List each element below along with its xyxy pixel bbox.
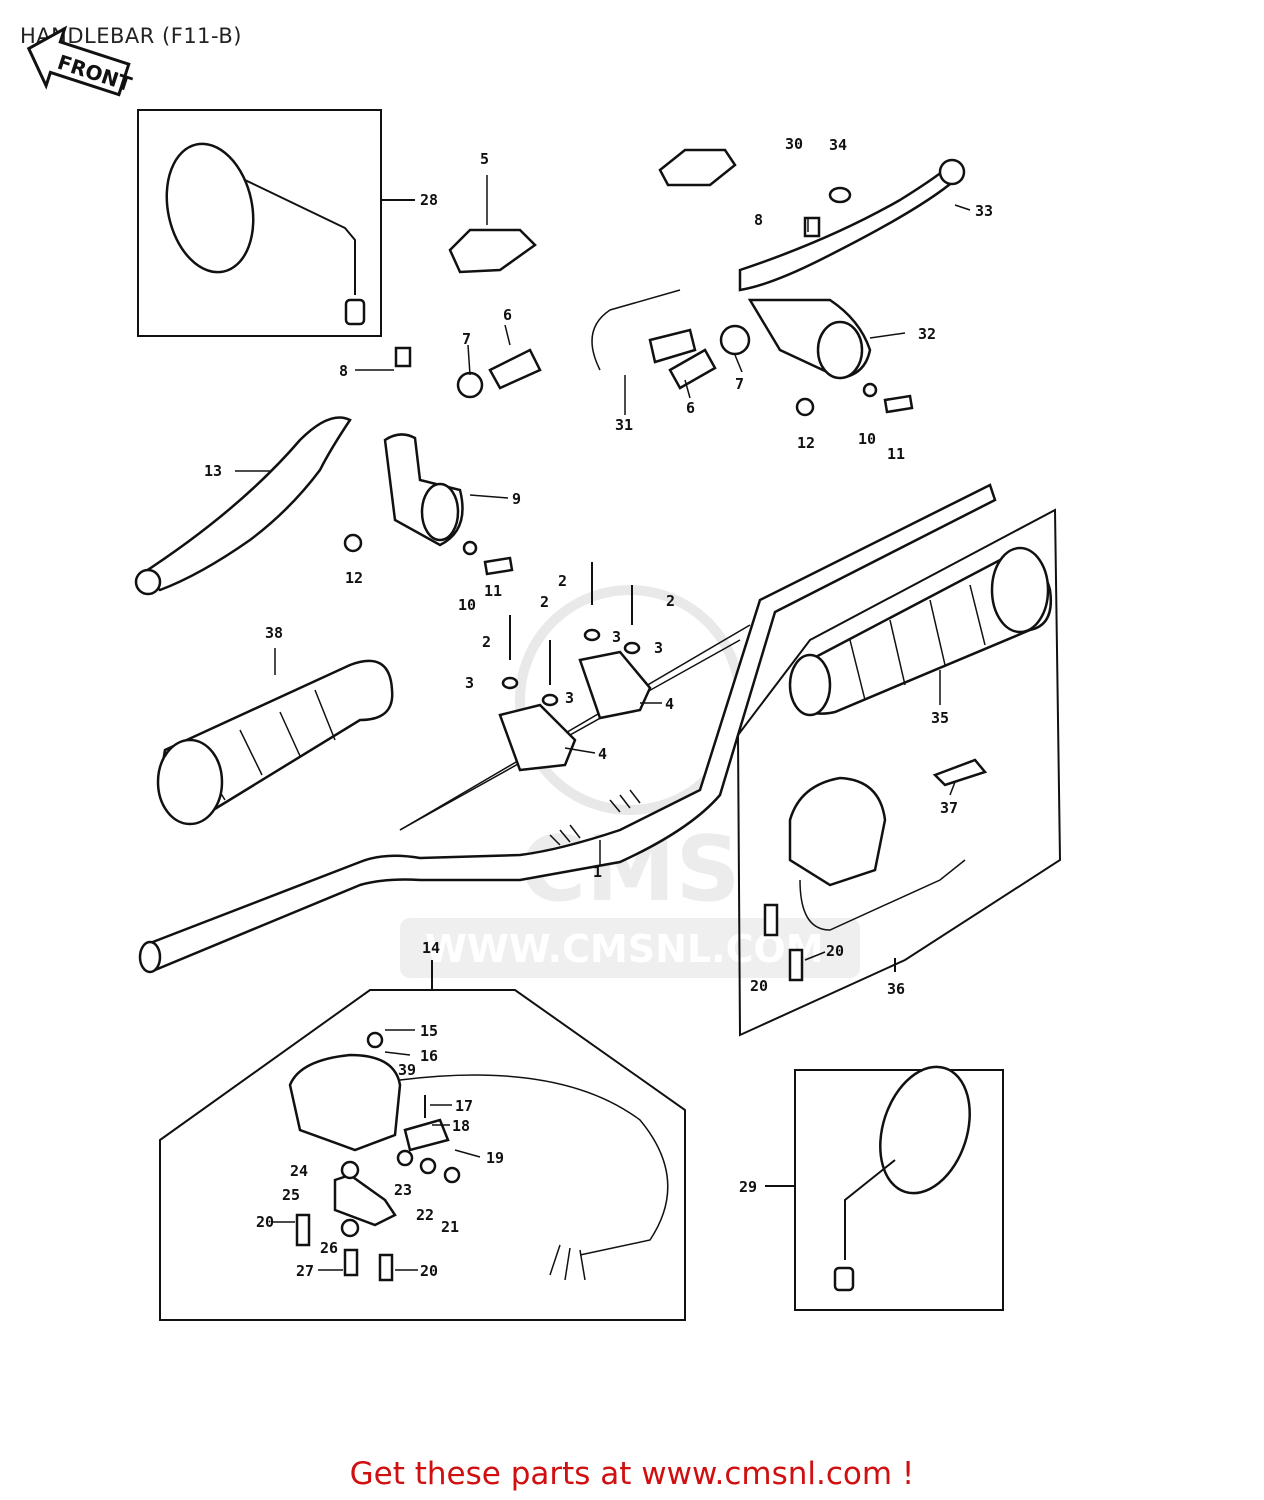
callout-39: 39 — [398, 1061, 416, 1079]
callout-5: 5 — [480, 150, 489, 168]
callout-7: 7 — [735, 375, 744, 393]
callout-20: 20 — [826, 942, 844, 960]
callout-35: 35 — [931, 709, 949, 727]
callout-14: 14 — [422, 939, 440, 957]
callout-2: 2 — [666, 592, 675, 610]
right-switch-housing — [788, 776, 887, 887]
callout-22: 22 — [416, 1206, 434, 1224]
switch-5 — [448, 228, 537, 274]
callout-19: 19 — [486, 1149, 504, 1167]
callout-15: 15 — [420, 1022, 438, 1040]
callout-33: 33 — [975, 202, 993, 220]
callout-20: 20 — [750, 977, 768, 995]
callout-4: 4 — [598, 745, 607, 763]
callout-29: 29 — [739, 1178, 757, 1196]
callout-1: 1 — [593, 863, 602, 881]
callout-2: 2 — [558, 572, 567, 590]
grip-left — [156, 659, 394, 826]
callout-6: 6 — [686, 399, 695, 417]
callout-3: 3 — [565, 689, 574, 707]
switch-30 — [658, 148, 737, 187]
callout-30: 30 — [785, 135, 803, 153]
mirror-left — [165, 142, 366, 326]
watermark-url: WWW.CMSNL.COM — [425, 927, 824, 971]
callout-31: 31 — [615, 416, 633, 434]
callout-34: 34 — [829, 136, 847, 154]
switch-31-wire — [591, 289, 681, 371]
callout-10: 10 — [858, 430, 876, 448]
callout-6: 6 — [503, 306, 512, 324]
callout-8: 8 — [339, 362, 348, 380]
callout-27: 27 — [296, 1262, 314, 1280]
callout-9: 9 — [512, 490, 521, 508]
callout-2: 2 — [540, 593, 549, 611]
callout-7: 7 — [462, 330, 471, 348]
callout-20: 20 — [420, 1262, 438, 1280]
callout-21: 21 — [441, 1218, 459, 1236]
callout-24: 24 — [290, 1162, 308, 1180]
callout-37: 37 — [940, 799, 958, 817]
callout-28: 28 — [420, 191, 438, 209]
upper-clamp-left — [498, 703, 577, 772]
footer-cta-link[interactable]: Get these parts at www.cmsnl.com ! — [349, 1456, 915, 1492]
callout-32: 32 — [918, 325, 936, 343]
callout-11: 11 — [484, 582, 502, 600]
callout-13: 13 — [204, 462, 222, 480]
mirror-right — [833, 1065, 971, 1292]
callout-4: 4 — [665, 695, 674, 713]
callout-2: 2 — [482, 633, 491, 651]
callout-3: 3 — [612, 628, 621, 646]
mirror-28-box — [137, 109, 382, 337]
clutch-lever — [137, 416, 352, 592]
callout-26: 26 — [320, 1239, 338, 1257]
callout-20: 20 — [256, 1213, 274, 1231]
callout-3: 3 — [465, 674, 474, 692]
callout-25: 25 — [282, 1186, 300, 1204]
callout-38: 38 — [265, 624, 283, 642]
grip-right — [788, 546, 1053, 717]
callout-10: 10 — [458, 596, 476, 614]
front-arrow-icon: FRONT — [26, 25, 135, 97]
callout-17: 17 — [455, 1097, 473, 1115]
callout-18: 18 — [452, 1117, 470, 1135]
upper-clamp-right — [578, 650, 652, 720]
callout-3: 3 — [654, 639, 663, 657]
callout-8: 8 — [754, 211, 763, 229]
callout-12: 12 — [345, 569, 363, 587]
callout-12: 12 — [797, 434, 815, 452]
brake-lever — [738, 162, 957, 292]
switch-harness — [399, 1074, 669, 1256]
callout-23: 23 — [394, 1181, 412, 1199]
leader-lines — [235, 175, 971, 1271]
callout-labels: 1 2 2 2 2 3 3 3 3 4 4 5 6 6 7 7 8 8 9 10… — [204, 135, 993, 1280]
callout-11: 11 — [887, 445, 905, 463]
callout-16: 16 — [420, 1047, 438, 1065]
callout-36: 36 — [887, 980, 905, 998]
left-switch-housing — [288, 1053, 402, 1152]
